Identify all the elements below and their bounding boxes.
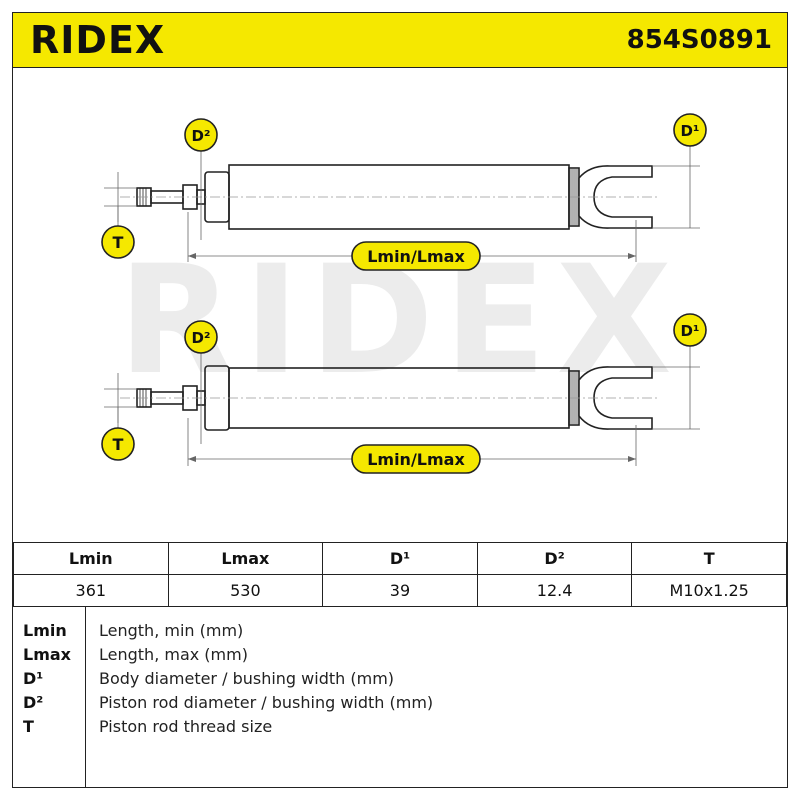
legend-row-t: T Piston rod thread size xyxy=(13,715,773,739)
legend-box: Lmin Length, min (mm) Lmax Length, max (… xyxy=(12,606,788,788)
brand-logo: RIDEX xyxy=(30,18,166,62)
legend-key: D² xyxy=(23,693,44,712)
specs-header-row: Lmin Lmax D¹ D² T xyxy=(13,542,787,575)
legend-row-lmax: Lmax Length, max (mm) xyxy=(13,643,773,667)
value-lmax: 530 xyxy=(167,574,324,607)
header-d1: D¹ xyxy=(322,542,478,575)
shock-absorber-diagram: RIDEX xyxy=(101,113,707,474)
legend-row-d1: D¹ Body diameter / bushing width (mm) xyxy=(13,667,773,691)
header-t: T xyxy=(631,542,787,575)
value-d1: 39 xyxy=(322,574,478,607)
value-lmin: 361 xyxy=(13,574,169,607)
legend-desc: Piston rod thread size xyxy=(99,717,273,736)
legend-row-d2: D² Piston rod diameter / bushing width (… xyxy=(13,691,773,715)
header-bar xyxy=(12,12,788,68)
t-badge-top xyxy=(101,225,135,259)
d1-badge-top xyxy=(673,113,707,147)
legend-desc: Piston rod diameter / bushing width (mm) xyxy=(99,693,434,712)
part-number: 854S0891 xyxy=(626,25,772,55)
header-d2: D² xyxy=(476,542,633,575)
header-lmax: Lmax xyxy=(167,542,324,575)
d2-badge-top xyxy=(184,118,218,152)
value-t: M10x1.25 xyxy=(631,574,787,607)
length-badge-bottom xyxy=(351,444,481,474)
length-label-bottom: Lmin/Lmax xyxy=(367,450,465,469)
legend-key: D¹ xyxy=(23,669,44,688)
legend-key: Lmin xyxy=(23,621,67,640)
value-d2: 12.4 xyxy=(476,574,633,607)
header-lmin: Lmin xyxy=(13,542,169,575)
t-badge-bottom xyxy=(101,427,135,461)
legend-divider xyxy=(85,607,86,787)
d2-label-bottom: D² xyxy=(191,329,210,347)
specs-value-row: 361 530 39 12.4 M10x1.25 xyxy=(13,574,787,607)
d1-label-top: D¹ xyxy=(680,122,699,140)
legend-desc: Length, max (mm) xyxy=(99,645,248,664)
length-label-top: Lmin/Lmax xyxy=(367,247,465,266)
sheet-frame xyxy=(12,12,788,788)
d1-badge-bottom xyxy=(673,313,707,347)
legend-row-lmin: Lmin Length, min (mm) xyxy=(13,619,773,643)
legend-key: T xyxy=(23,717,34,736)
specs-table: Lmin Lmax D¹ D² T 361 530 39 12.4 M10x1.… xyxy=(13,542,787,607)
d2-label-top: D² xyxy=(191,127,210,145)
legend-key: Lmax xyxy=(23,645,71,664)
length-badge-top xyxy=(351,241,481,271)
d2-badge-bottom xyxy=(184,320,218,354)
legend-desc: Length, min (mm) xyxy=(99,621,244,640)
t-label-bottom: T xyxy=(113,435,124,454)
d1-label-bottom: D¹ xyxy=(680,322,699,340)
t-label-top: T xyxy=(113,233,124,252)
legend-desc: Body diameter / bushing width (mm) xyxy=(99,669,395,688)
